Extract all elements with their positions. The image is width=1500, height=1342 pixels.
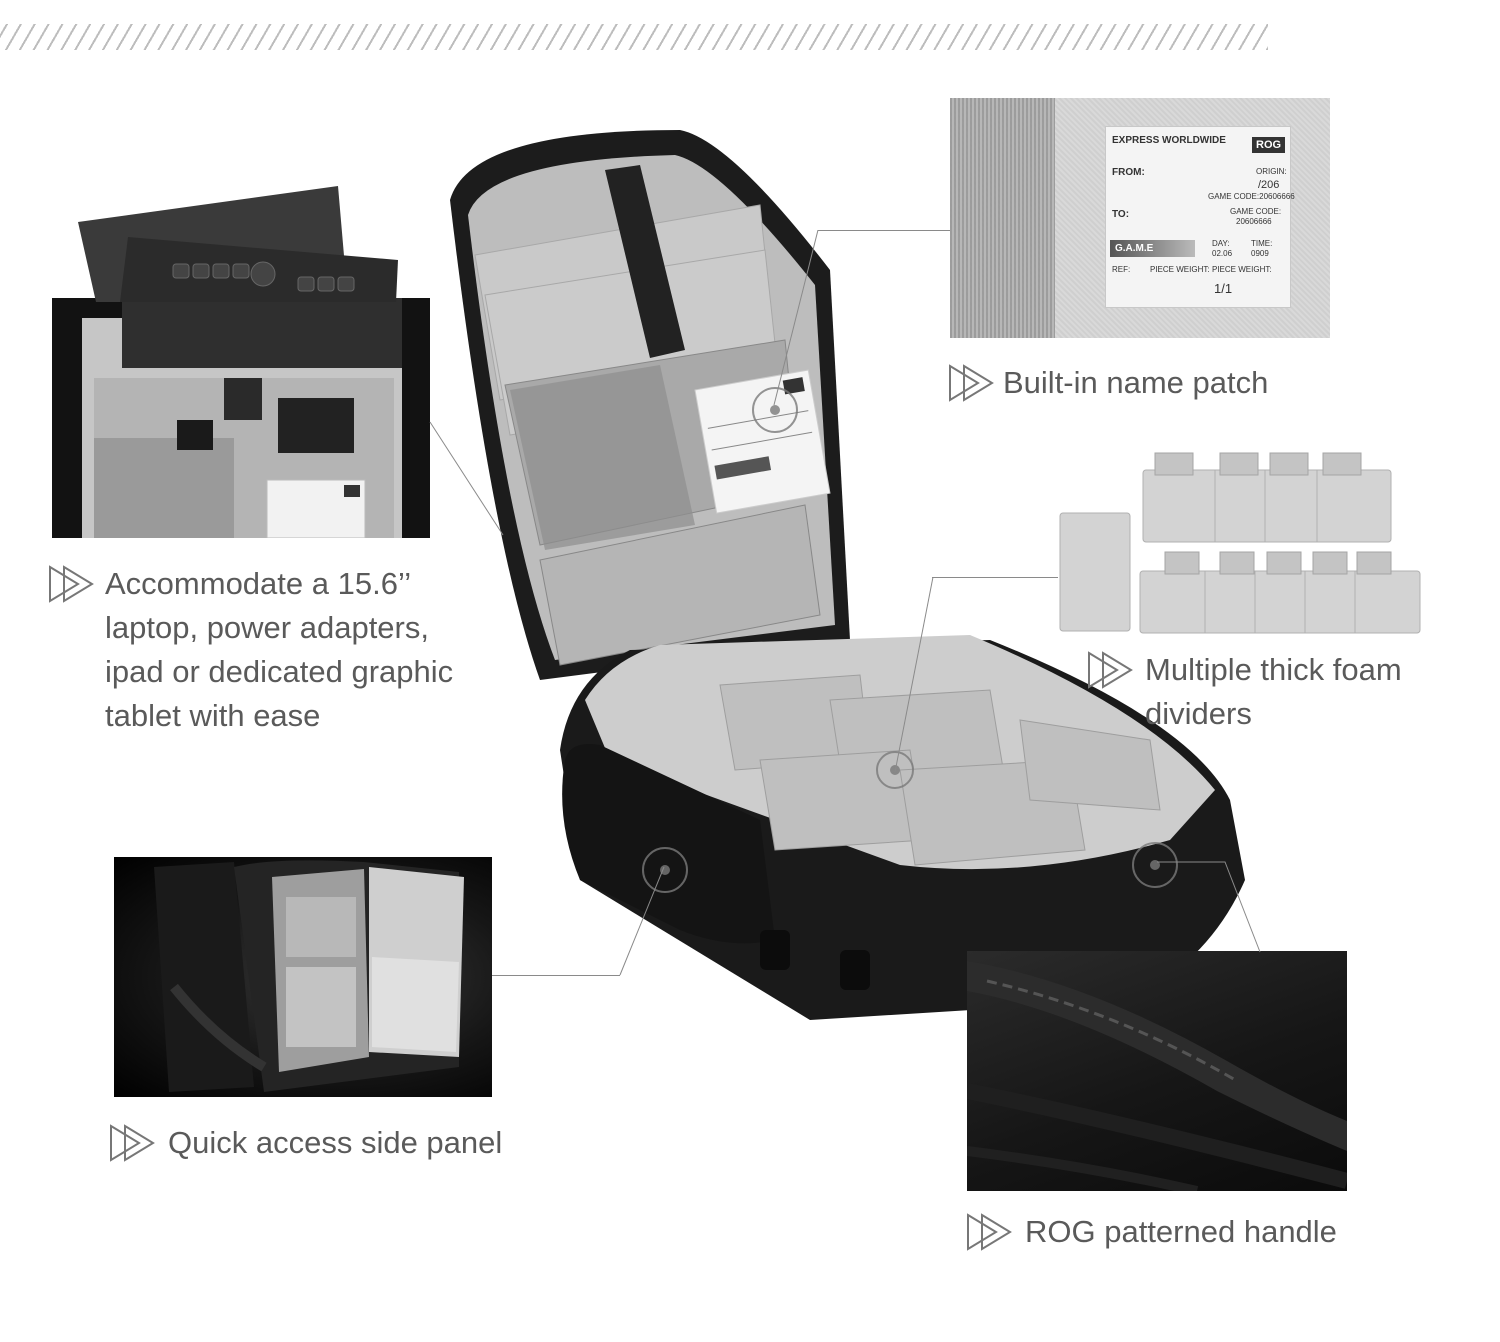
label-game-bar: G.A.M.E (1110, 240, 1195, 257)
double-play-arrow-icon (49, 565, 94, 603)
leader-line-foam-diagonal (894, 577, 934, 773)
label-ref: REF: (1112, 265, 1131, 274)
label-header: EXPRESS WORLDWIDE (1112, 135, 1226, 146)
laptop-tablet-illustration (78, 186, 398, 302)
label-to: TO: (1112, 209, 1130, 220)
label-day-value: 02.06 (1212, 249, 1233, 258)
caption-name-patch: Built-in name patch (1003, 361, 1303, 405)
leader-line-foam (932, 577, 1058, 578)
label-game-code-value: 20606666 (1236, 217, 1272, 226)
side-panel-photo (114, 857, 492, 1097)
label-day: DAY: (1212, 239, 1230, 248)
double-play-arrow-icon (1088, 651, 1133, 689)
leader-line-side-panel-diagonal (619, 866, 665, 976)
backpack-illustration (450, 130, 1245, 1020)
label-time-value: 0909 (1251, 249, 1269, 258)
rog-badge: ROG (1252, 137, 1286, 153)
double-play-arrow-icon (110, 1124, 155, 1162)
caption-handle-text: ROG patterned handle (1025, 1214, 1337, 1249)
leader-line-laptop (429, 421, 504, 536)
patch-mesh-strip (950, 98, 1055, 338)
label-origin-value: /206 (1258, 179, 1280, 191)
caption-laptop-text: Accommodate a 15.6’’ laptop, power adapt… (105, 566, 454, 733)
caption-foam-text: Multiple thick foam dividers (1145, 652, 1402, 731)
laptop-compartment-photo (52, 298, 430, 538)
double-play-arrow-icon (967, 1213, 1012, 1251)
handle-photo (967, 951, 1347, 1191)
leader-line-patch-diagonal (773, 230, 819, 406)
label-origin: ORIGIN: (1256, 167, 1287, 176)
label-time: TIME: (1251, 239, 1273, 248)
label-from: FROM: (1112, 167, 1145, 178)
caption-foam: Multiple thick foam dividers (1145, 648, 1445, 736)
caption-laptop: Accommodate a 15.6’’ laptop, power adapt… (105, 562, 485, 738)
caption-side-panel-text: Quick access side panel (168, 1125, 503, 1160)
double-play-arrow-icon (949, 364, 994, 402)
leader-line-handle (1157, 861, 1261, 953)
caption-handle: ROG patterned handle (1025, 1210, 1385, 1254)
foam-dividers-illustration (1059, 452, 1421, 634)
label-game-code-line: GAME CODE:20606666 (1208, 192, 1295, 201)
label-piece-weight: PIECE WEIGHT: (1150, 265, 1210, 274)
caption-side-panel: Quick access side panel (168, 1121, 548, 1165)
name-patch-photo: EXPRESS WORLDWIDE ROG FROM: ORIGIN: /206… (950, 98, 1330, 338)
label-piece-weight-2: PIECE WEIGHT: (1212, 265, 1272, 274)
decorative-hatch-strip (0, 24, 1268, 50)
name-label-card: EXPRESS WORLDWIDE ROG FROM: ORIGIN: /206… (1105, 126, 1295, 308)
leader-line-side-panel (492, 975, 620, 976)
label-game-code: GAME CODE: (1230, 207, 1282, 216)
label-count: 1/1 (1214, 281, 1233, 296)
caption-name-patch-text: Built-in name patch (1003, 365, 1269, 400)
leader-line-patch (818, 230, 950, 231)
